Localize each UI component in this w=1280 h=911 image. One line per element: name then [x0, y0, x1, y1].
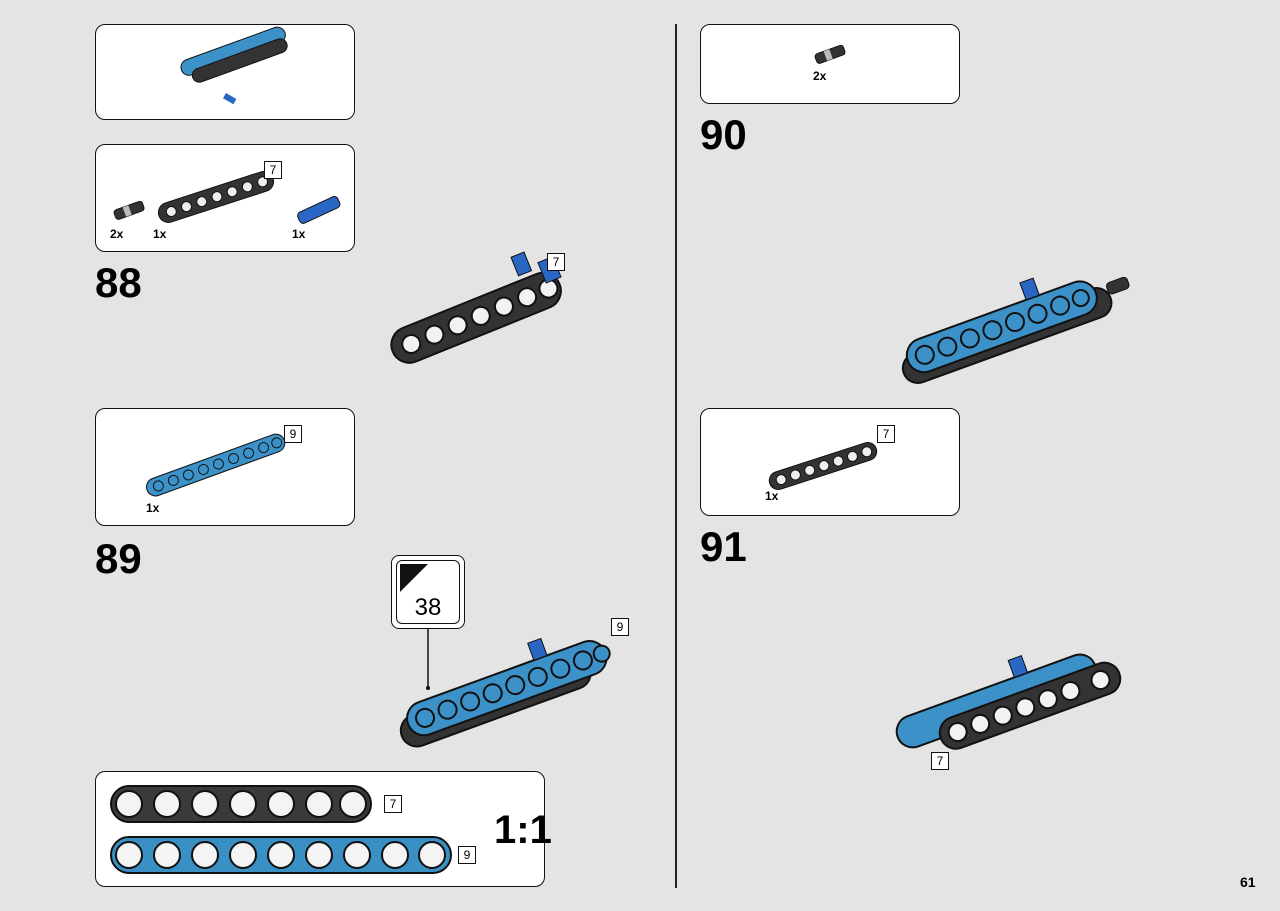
blue-beam-9-part [146, 433, 286, 497]
page-number: 61 [1240, 874, 1256, 890]
length-indicator: 9 [611, 618, 629, 636]
length-indicator: 7 [264, 161, 282, 179]
part-qty: 1x [146, 501, 160, 515]
part-qty: 1x [153, 227, 167, 241]
length-indicator: 9 [284, 425, 302, 443]
page-divider [675, 24, 677, 888]
length-indicator: 9 [458, 846, 476, 864]
part-qty: 1x [292, 227, 306, 241]
page-reference-callout: 38 [391, 555, 465, 629]
step-88-model-image [390, 251, 562, 364]
length-indicator: 7 [547, 253, 565, 271]
part-qty: 1x [765, 489, 779, 503]
length-indicator: 7 [384, 795, 402, 813]
step-number: 90 [700, 111, 747, 158]
scale-guide-box: 7 9 1:1 [95, 771, 552, 887]
step-89-parts-box: 1x 9 [95, 408, 355, 526]
length-indicator: 7 [931, 752, 949, 770]
length-indicator: 7 [877, 425, 895, 443]
pin-part-icon [113, 200, 145, 220]
step-89-model-image [399, 637, 611, 748]
step-91-model-image [895, 653, 1122, 750]
step-number: 89 [95, 535, 142, 582]
callout-page-number: 38 [414, 594, 442, 621]
black-beam-7-part [768, 441, 878, 491]
blue-beam-9-scale [110, 836, 452, 874]
black-beam-7-part [157, 171, 275, 223]
step-number: 91 [700, 523, 747, 570]
step-number: 88 [95, 259, 142, 306]
callout-leader-line [426, 628, 430, 690]
step-90-parts-box: 2x [700, 24, 960, 104]
page-turn-icon [400, 564, 428, 592]
blue-pin-part-icon [297, 196, 341, 224]
subassembly-preview-box [95, 24, 355, 120]
part-qty: 2x [813, 69, 827, 83]
part-qty: 2x [110, 227, 124, 241]
subassembly-preview-image [180, 26, 288, 105]
pin-part-icon [814, 44, 846, 64]
step-90-model-image [901, 276, 1130, 384]
black-beam-7-scale [110, 785, 372, 823]
scale-ratio: 1:1 [494, 808, 552, 852]
step-88-parts-box: 2x 1x 7 1x [95, 144, 355, 252]
step-91-parts-box: 1x 7 [700, 408, 960, 516]
